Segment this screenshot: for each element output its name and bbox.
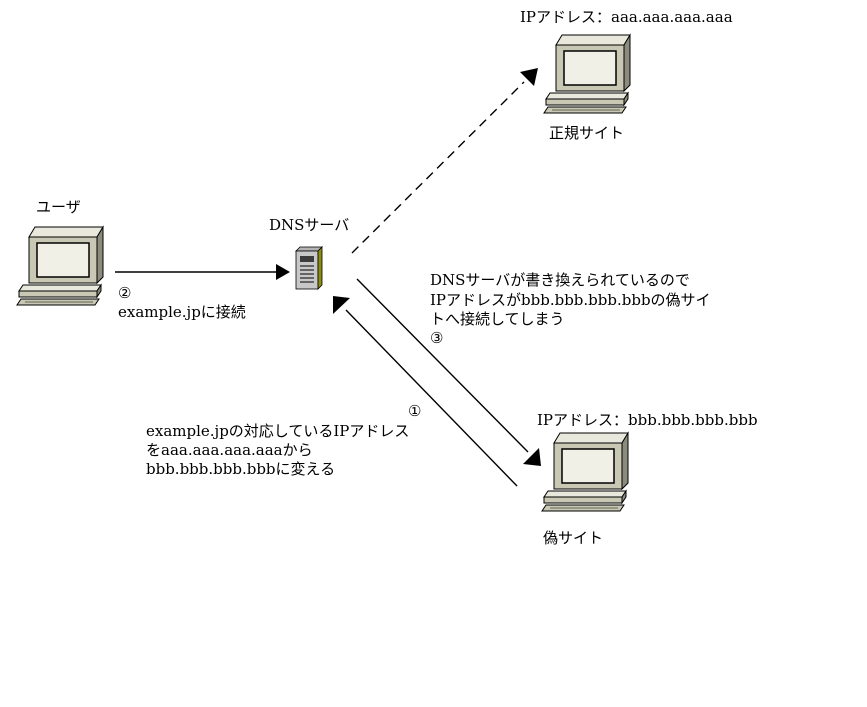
step1-text-line-2: をaaa.aaa.aaa.aaaから [146, 441, 313, 459]
arrow-dns-to-fake-site [356, 278, 541, 466]
user-label: ユーザ [36, 198, 81, 216]
fake-site-computer-icon [541, 432, 629, 512]
arrow-user-to-dns [115, 264, 290, 280]
dns-server-icon [295, 246, 323, 290]
step3-text-line-3: トへ接続してしまう [430, 310, 565, 328]
fake-site-label: 偽サイト [543, 529, 604, 547]
step1-marker: ① [408, 402, 422, 420]
step1-text-line-1: example.jpの対応しているIPアドレス [146, 422, 410, 440]
fake-site-ip-label: IPアドレス：bbb.bbb.bbb.bbb [537, 411, 758, 429]
arrow-dns-to-legit-site [351, 68, 538, 254]
user-computer-icon [16, 226, 104, 306]
step2-text-line-1: example.jpに接続 [118, 303, 246, 321]
step2-marker: ② [118, 284, 132, 302]
step3-text-line-1: DNSサーバが書き換えられているので [430, 271, 690, 289]
legit-site-label: 正規サイト [549, 124, 625, 142]
dns-server-label: DNSサーバ [269, 216, 350, 234]
legit-site-ip-label: IPアドレス：aaa.aaa.aaa.aaa [520, 8, 733, 26]
step3-marker: ③ [430, 329, 444, 347]
step1-text-line-3: bbb.bbb.bbb.bbbに変える [146, 460, 336, 478]
legit-site-computer-icon [543, 34, 631, 114]
step3-text-line-2: IPアドレスがbbb.bbb.bbb.bbbの偽サイ [430, 291, 711, 309]
arrow-fake-site-to-dns [333, 296, 518, 487]
